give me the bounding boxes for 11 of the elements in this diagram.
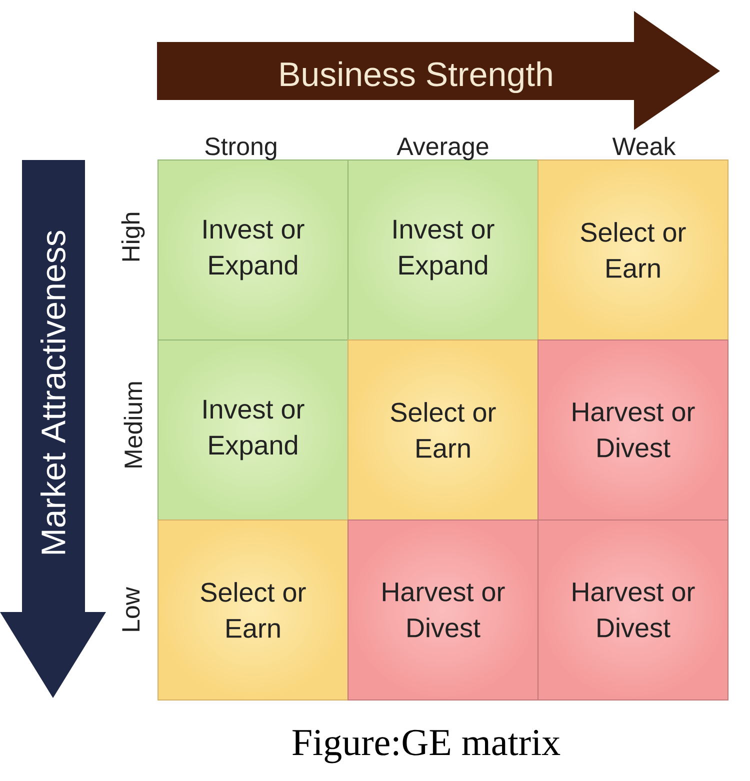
row-header: Low <box>122 587 140 631</box>
matrix-cell: Invest or Expand <box>158 160 348 340</box>
column-header: Strong <box>205 138 276 160</box>
figure-caption: Figure:GE matrix <box>292 730 560 764</box>
row-header: Medium <box>124 382 142 468</box>
column-header: Average <box>396 138 488 160</box>
column-header: Weak <box>612 136 676 156</box>
row-header: High <box>121 212 145 261</box>
matrix-cell: Harvest or Divest <box>348 520 538 700</box>
matrix-cell: Harvest or Divest <box>538 340 728 520</box>
matrix-cell: Harvest or Divest <box>538 520 728 700</box>
